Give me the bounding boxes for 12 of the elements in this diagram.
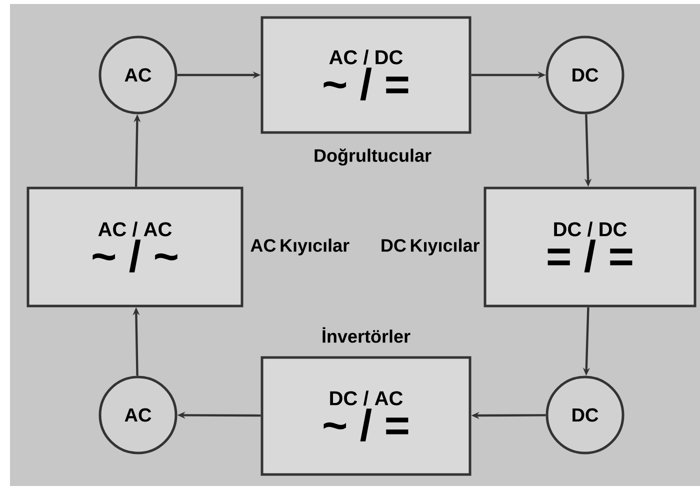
circle-node: DC [546, 376, 624, 454]
circle-node: AC [98, 376, 178, 454]
converter-label: İnvertörler [322, 327, 410, 343]
circle-node: AC [98, 36, 178, 114]
circle-node: DC [546, 36, 624, 114]
converter-label: Doğrultucular [314, 148, 432, 166]
converter-label: AC Kıyıcılar [250, 238, 350, 256]
converter-box: DC / DC = / = [484, 186, 696, 308]
converter-box: AC / AC ~ / ~ [26, 186, 244, 308]
converter-box: DC / AC ~ / = [260, 356, 472, 476]
converter-label: DC Kıyıcılar [382, 238, 480, 256]
converter-box: AC / DC ~ / = [260, 16, 472, 134]
